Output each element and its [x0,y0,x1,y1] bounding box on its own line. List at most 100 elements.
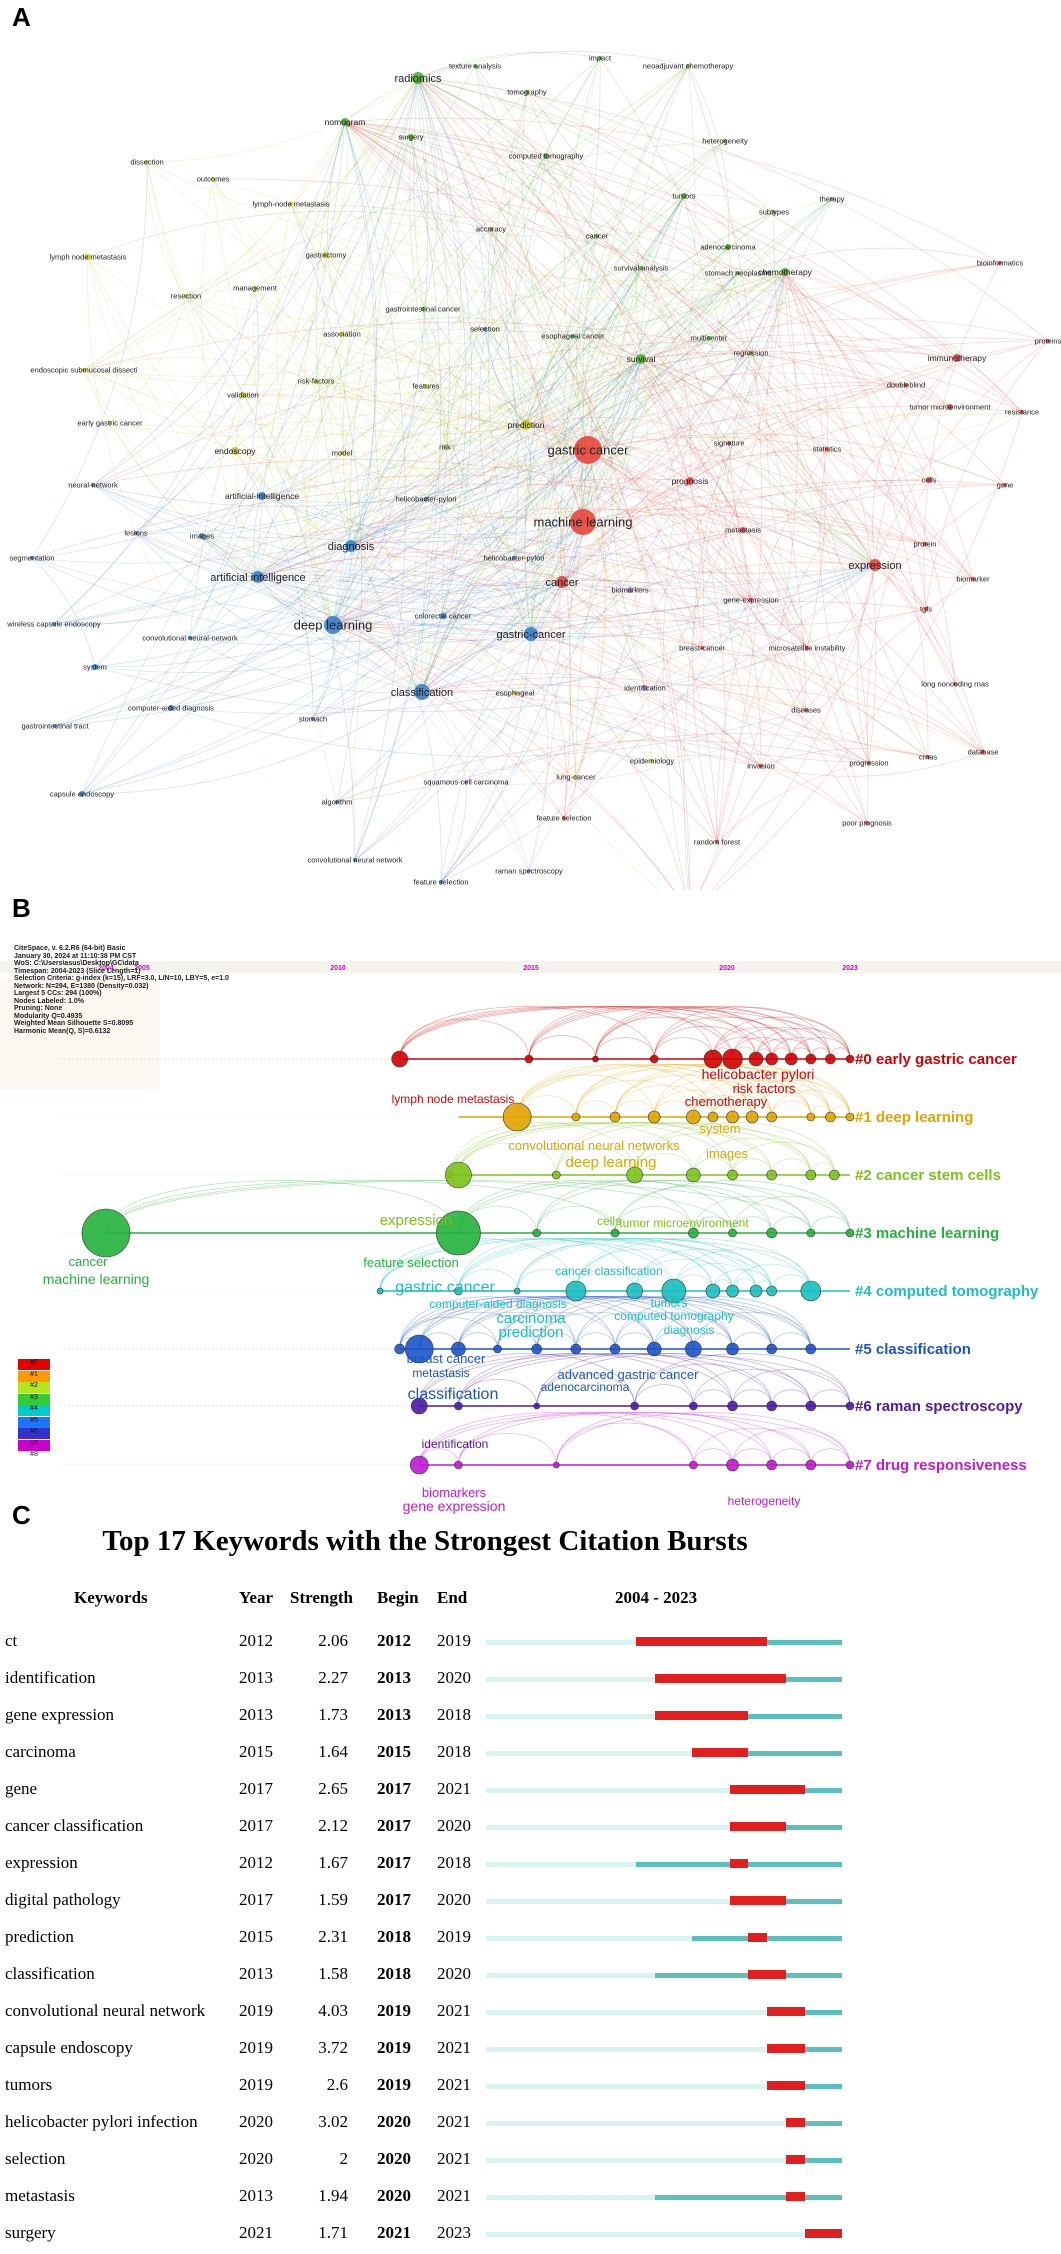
network-edge [925,340,1049,610]
network-node [82,368,86,372]
network-edge [332,449,589,626]
network-node [772,210,776,214]
network-edge [856,564,876,764]
network-edge [925,608,956,685]
network-edge [332,498,427,626]
network-edge [582,246,729,523]
year-cell: 2021 [239,2223,273,2242]
network-node-label: impact [589,54,612,63]
timeline-node [626,1282,643,1300]
timeline-node-label: computed tomography [614,1309,733,1323]
metadata-line: Weighted Mean Silhouette S=0.8095 [14,1020,134,1027]
network-edge [440,521,584,883]
network-edge [332,530,926,626]
citation-arc [614,1074,753,1118]
network-edge [332,624,868,824]
network-node-label: convolutional neural-network [142,634,238,643]
network-edge [530,633,718,843]
network-edge [354,136,442,861]
network-edge [683,198,833,890]
network-edge [315,380,527,427]
metadata-line: Timespan: 2004-2023 (Slice Length=1) [14,967,141,975]
network-node-label: cancer [545,577,578,589]
network-edge [444,358,642,448]
citation-arc [555,1412,773,1466]
network-edge [201,535,563,592]
citation-arc [712,1269,773,1292]
timeline-node [689,1401,698,1411]
strength-cell: 1.73 [318,1705,348,1724]
header-strength: Strength [290,1588,353,1607]
network-edge [350,536,752,601]
timeline-node-label: risk factors [733,1081,796,1096]
timeline-node [845,1054,855,1064]
network-edge [425,385,951,437]
begin-cell: 2019 [377,2075,411,2094]
network-edge [421,424,527,693]
citation-arc [399,1296,733,1350]
network-edge [421,140,726,693]
network-edge [784,271,927,610]
network-edge [766,271,808,649]
network-edge [344,121,703,649]
network-edge [242,77,419,396]
timeline-node [646,1341,662,1357]
year-cell: 2013 [239,2186,273,2205]
network-edge [135,532,565,819]
network-edge [587,449,807,711]
network-node-label: tumor microenvironment [910,403,992,412]
begin-cell: 2018 [377,1927,411,1946]
timeline-node-label: diagnosis [664,1323,715,1337]
network-edge [254,77,419,289]
network-edge [582,514,974,580]
end-cell: 2021 [437,2075,471,2094]
network-edge [417,77,527,426]
network-edge [257,576,530,872]
network-edge [683,194,775,213]
burst-timeline-bar [486,2044,842,2053]
network-node [473,64,477,68]
network-edge [530,358,642,635]
network-edge [417,77,598,237]
network-node [443,445,447,449]
network-node-label: gene [997,481,1014,490]
keyword-cell: carcinoma [5,1742,76,1761]
network-edge [524,235,598,635]
burst-span [654,1674,786,1683]
network-edge [561,406,951,583]
timeline-node [688,1227,699,1239]
network-edge [760,484,1006,767]
timeline-node [553,1461,560,1469]
timeline-node [661,1278,687,1304]
network-edge [701,647,808,657]
network-edge [350,545,577,778]
network-edge [421,449,589,693]
timeline-node [805,1169,817,1181]
network-node [1046,339,1050,343]
begin-cell: 2018 [377,1964,411,1983]
timeline-node [513,1287,521,1295]
network-edge [189,581,563,646]
network-edge [81,77,419,795]
citation-arc [693,1448,733,1466]
burst-span [692,1748,749,1757]
strength-cell: 1.58 [318,1964,348,1983]
network-node-label: surgery [398,133,423,142]
network-node [340,451,344,455]
network-edge [587,262,1001,451]
network-node [926,477,932,483]
network-edge [341,449,589,471]
network-edge [421,271,786,693]
network-node-label: risk-factors [298,377,335,386]
citation-arc [810,1448,851,1466]
network-edge [92,394,244,486]
citation-arc [528,1006,792,1060]
year-band [0,961,1061,973]
network-node-label: colorectal cancer [415,612,472,621]
publication-span [785,2158,842,2163]
year-tick: 2015 [523,965,539,972]
network-edge [332,607,703,649]
